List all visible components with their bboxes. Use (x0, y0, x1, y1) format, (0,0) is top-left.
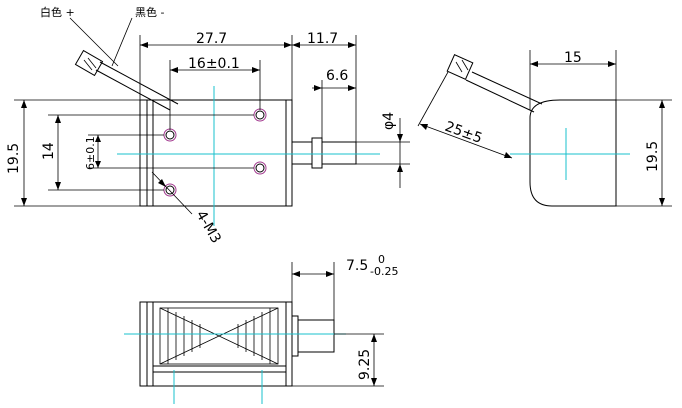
dim-side-width: 15 (564, 50, 582, 66)
dim-hole-offset: 6±0.1 (84, 136, 97, 170)
dim-hole-pitch-vertical: 14 (41, 142, 57, 160)
wire-harness (74, 49, 179, 111)
front-plunger-collar (311, 137, 323, 169)
dim-stroke: 7.5 (346, 258, 368, 274)
dim-wire-length: 25±5 (443, 119, 485, 147)
side-body (529, 99, 617, 207)
dim-height-left: 19.5 (6, 143, 22, 174)
front-body (139, 99, 293, 207)
dim-plunger-extension: 11.7 (307, 31, 338, 47)
thread-label: 4-M3 (193, 208, 224, 246)
dim-center-height: 9.25 (357, 349, 373, 380)
coil-winding (159, 307, 279, 365)
white-wire-label: 白色 + (40, 5, 75, 19)
dim-stroke-tol-upper: 0 (378, 253, 385, 266)
front-view: 白色 + 黑色 - 27.7 11.7 (6, 5, 410, 246)
bottom-view: 7.5 0 -0.25 9.25 (124, 253, 398, 404)
dim-plunger-diameter: φ4 (381, 112, 397, 130)
dim-hole-spacing: 16±0.1 (188, 56, 240, 72)
dim-height-right: 19.5 (645, 141, 661, 172)
bottom-body (139, 301, 293, 387)
side-view: 15 25±5 19.5 (417, 50, 672, 207)
dim-plunger-tip: 6.6 (326, 68, 348, 84)
front-plunger-rod (321, 141, 357, 165)
dim-length: 27.7 (196, 31, 227, 47)
black-wire-label: 黑色 - (135, 5, 164, 19)
mounting-holes (163, 108, 267, 197)
dim-stroke-tol-lower: -0.25 (370, 265, 398, 278)
